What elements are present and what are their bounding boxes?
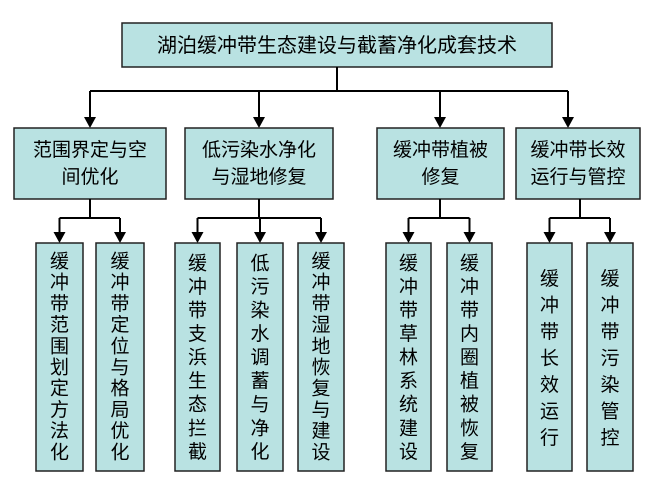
root-box xyxy=(121,22,553,68)
branch-2-arrow-head xyxy=(253,117,265,128)
branch-4-child-1-arrow-head xyxy=(543,232,556,243)
branch-3-child-2-box xyxy=(446,242,493,472)
branch-2-label-line-1: 低污染水净化 xyxy=(202,139,316,161)
branch-3-label-line-2: 修复 xyxy=(421,166,459,188)
branch-4-arrow-head xyxy=(562,117,574,128)
branch-2-box xyxy=(184,127,334,200)
branch-1-child-1-box xyxy=(35,242,84,472)
branch-3-label-line-1: 缓冲带植被 xyxy=(393,139,488,161)
branch-1-child-2-label: 缓冲带定位与格局优化 xyxy=(110,251,129,464)
branch-3-child-1-box xyxy=(385,242,432,472)
branch-4-box xyxy=(515,127,641,200)
branch-3-child-1-label: 缓冲带草林系统建设 xyxy=(399,252,418,462)
branch-4-label-line-2: 运行与管控 xyxy=(530,166,625,188)
branch-2-child-1-box xyxy=(174,242,221,472)
branch-2-child-2-label: 低污染水调蓄与净化 xyxy=(250,252,269,462)
root-label: 湖泊缓冲带生态建设与截蓄净化成套技术 xyxy=(157,33,517,57)
branch-4-child-2-box xyxy=(586,242,634,472)
branch-3-box xyxy=(376,127,505,200)
branch-1-arrow-head xyxy=(84,117,96,128)
branch-1-label-line-1: 范围界定与空 xyxy=(33,139,147,161)
branch-2-child-3-box xyxy=(297,242,345,472)
branch-1-child-1-arrow-head xyxy=(53,232,66,243)
branch-1-child-2-box xyxy=(95,242,145,472)
branch-2-label-line-2: 与湿地修复 xyxy=(211,166,306,188)
branch-1-box xyxy=(13,127,167,200)
branch-2-child-2-arrow-head xyxy=(254,232,266,243)
branch-1-label-line-2: 间优化 xyxy=(61,166,118,188)
branch-4-label-line-1: 缓冲带长效 xyxy=(530,139,625,161)
branch-4-child-1-box xyxy=(526,242,573,472)
branch-3-child-2-arrow-head xyxy=(463,232,476,243)
branch-4-child-2-label: 缓冲带污染管控 xyxy=(600,268,619,449)
branch-3-arrow-head xyxy=(434,117,446,128)
branch-2-child-1-label: 缓冲带支浜生态拦截 xyxy=(188,252,207,462)
branch-3-child-1-arrow-head xyxy=(402,232,415,243)
branch-4-child-2-arrow-head xyxy=(604,232,616,243)
branch-4-child-1-label: 缓冲带长效运行 xyxy=(540,268,559,449)
branch-2-child-2-box xyxy=(236,242,284,472)
branch-1-child-2-arrow-head xyxy=(114,232,126,243)
branch-2-child-3-arrow-head xyxy=(315,232,327,243)
branch-2-child-3-label: 缓冲带湿地恢复与建设 xyxy=(311,251,330,464)
branch-2-child-1-arrow-head xyxy=(191,232,204,243)
branch-3-child-2-label: 缓冲带内圈植被恢复 xyxy=(460,252,479,462)
branch-1-child-1-label: 缓冲带范围划定方法化 xyxy=(50,251,69,464)
